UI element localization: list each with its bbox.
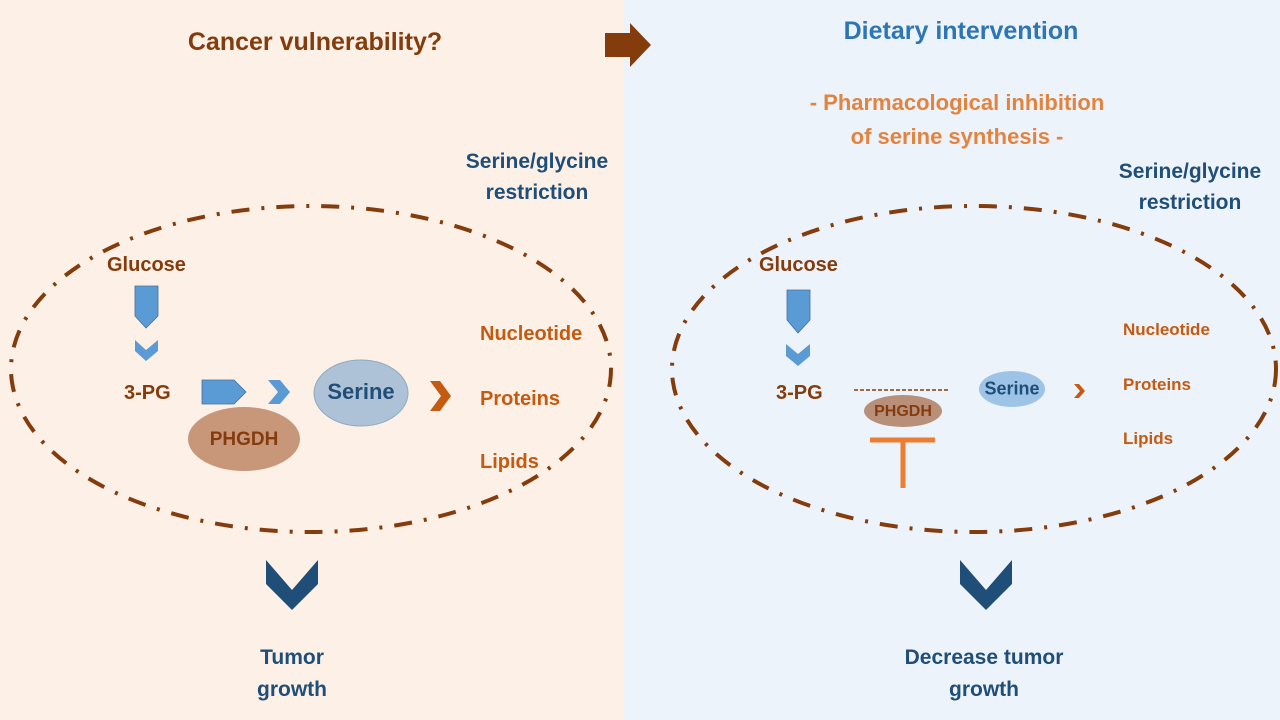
right-restriction-line-1: Serine/glycine bbox=[1118, 160, 1262, 183]
right-glucose-label: Glucose bbox=[759, 254, 838, 276]
right-3pg-label: 3-PG bbox=[776, 382, 823, 404]
left-glucose-label: Glucose bbox=[107, 254, 186, 276]
left-product-nucleotide: Nucleotide bbox=[480, 323, 583, 345]
left-3pg-label: 3-PG bbox=[124, 382, 171, 404]
right-outcome-label: Decrease tumor growth bbox=[905, 642, 1064, 706]
left-restriction-label: Serine/glycine restriction bbox=[466, 146, 608, 208]
left-restriction-line-2: restriction bbox=[485, 181, 589, 204]
right-subtitle-line-1: - Pharmacological inhibition bbox=[809, 90, 1105, 115]
left-product-lipids: Lipids bbox=[480, 451, 539, 473]
left-product-proteins: Proteins bbox=[480, 388, 561, 410]
right-product-nucleotide: Nucleotide bbox=[1123, 320, 1210, 339]
right-subtitle-line-2: of serine synthesis - bbox=[850, 124, 1064, 149]
left-phgdh-label: PHGDH bbox=[209, 429, 279, 450]
left-restriction-line-1: Serine/glycine bbox=[465, 150, 609, 173]
left-outcome-line-2: growth bbox=[257, 678, 327, 701]
right-subtitle: - Pharmacological inhibition of serine s… bbox=[810, 86, 1105, 154]
left-outcome-label: Tumor growth bbox=[257, 642, 327, 706]
right-product-lipids: Lipids bbox=[1123, 429, 1174, 448]
right-restriction-line-2: restriction bbox=[1138, 191, 1242, 214]
right-phgdh-label: PHGDH bbox=[874, 403, 932, 420]
right-serine-label: Serine bbox=[984, 378, 1040, 399]
right-title: Dietary intervention bbox=[843, 17, 1079, 45]
left-serine-label: Serine bbox=[327, 379, 395, 404]
right-outcome-line-1: Decrease tumor bbox=[904, 646, 1064, 669]
right-restriction-label: Serine/glycine restriction bbox=[1119, 156, 1261, 218]
right-outcome-line-2: growth bbox=[949, 678, 1019, 701]
left-panel bbox=[0, 0, 623, 720]
left-title: Cancer vulnerability? bbox=[187, 28, 443, 56]
left-outcome-line-1: Tumor bbox=[260, 646, 324, 669]
right-product-proteins: Proteins bbox=[1123, 375, 1192, 394]
